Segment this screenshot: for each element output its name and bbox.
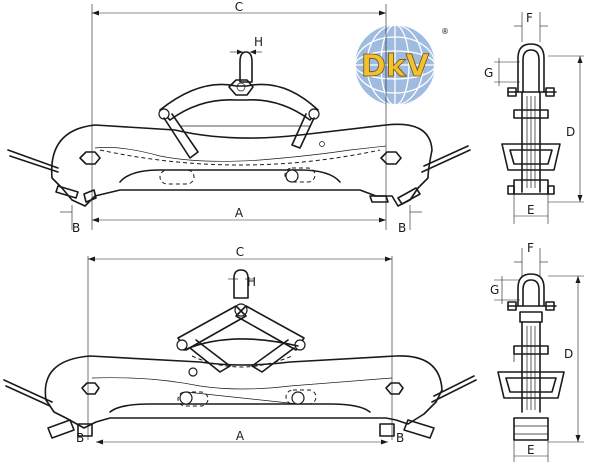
bottom-handle-left — [3, 379, 53, 407]
bottom-main-beam — [44, 355, 443, 429]
side-base-bottom — [513, 417, 549, 441]
side-guard-bottom — [497, 371, 565, 399]
top-side-view: F G D E — [484, 11, 584, 224]
dim-a-bottom — [96, 439, 388, 445]
bottom-left-nut — [81, 382, 100, 395]
label-b-bottom-left: B — [76, 431, 84, 445]
top-link-right — [291, 113, 315, 149]
logo-globe-grid — [354, 24, 436, 106]
dim-h-top — [230, 49, 262, 55]
top-right-nut — [380, 151, 402, 165]
top-link-left — [163, 113, 199, 159]
registered-mark: ® — [441, 27, 449, 36]
bottom-center-pin-right — [291, 391, 305, 405]
label-d-bottom: D — [564, 347, 573, 361]
top-shackle — [239, 51, 253, 83]
dim-c-bottom — [87, 256, 393, 440]
bottom-beam-slot — [109, 403, 371, 413]
bottom-left-pin — [176, 339, 188, 351]
logo-text: DkV — [361, 49, 430, 84]
label-f-bottom: F — [527, 241, 534, 255]
top-jaw-pads — [55, 185, 421, 205]
bottom-small-pin — [188, 367, 198, 377]
dim-a-top — [60, 205, 422, 230]
top-handle-right — [421, 145, 471, 173]
bottom-side-view: F G D E — [490, 241, 584, 462]
bottom-link-lr — [251, 339, 295, 373]
label-h-top: H — [254, 35, 263, 49]
top-front-view: C H — [7, 0, 471, 235]
dim-c-top — [91, 4, 387, 230]
label-g-top: G — [484, 66, 493, 80]
top-upper-lever — [159, 83, 319, 121]
bottom-link-ur — [235, 305, 305, 351]
top-beam-slot — [119, 169, 341, 183]
bottom-link-ll — [189, 339, 231, 373]
label-h-bottom: H — [247, 275, 256, 289]
dkv-logo: DkV ® — [354, 24, 449, 106]
label-e-top: E — [527, 203, 535, 217]
bottom-shackle — [233, 269, 249, 299]
label-b-bottom-right: B — [396, 431, 404, 445]
label-d-top: D — [566, 125, 575, 139]
bottom-center-pin-left — [179, 391, 193, 405]
side-shackle-top — [517, 43, 545, 93]
label-a-bottom: A — [236, 429, 245, 443]
bottom-right-nut — [385, 382, 404, 395]
top-hex-nut — [228, 79, 254, 96]
bottom-front-view: C H — [3, 245, 477, 445]
top-left-nut — [79, 151, 101, 165]
top-center-pin — [285, 169, 299, 183]
label-f-top: F — [526, 11, 533, 25]
label-c-bottom: C — [236, 245, 244, 259]
bottom-handle-right — [431, 375, 477, 403]
label-g-bottom: G — [490, 283, 499, 297]
top-handle-left — [7, 149, 59, 173]
label-c-top: C — [235, 0, 243, 14]
side-guard-top — [501, 143, 561, 171]
label-a-top: A — [235, 206, 244, 220]
label-b-top-right: B — [398, 221, 406, 235]
side-shackle-bottom — [517, 273, 545, 307]
label-b-top-left: B — [72, 221, 80, 235]
bottom-jaw-pads — [47, 419, 435, 439]
label-e-bottom: E — [527, 443, 535, 457]
